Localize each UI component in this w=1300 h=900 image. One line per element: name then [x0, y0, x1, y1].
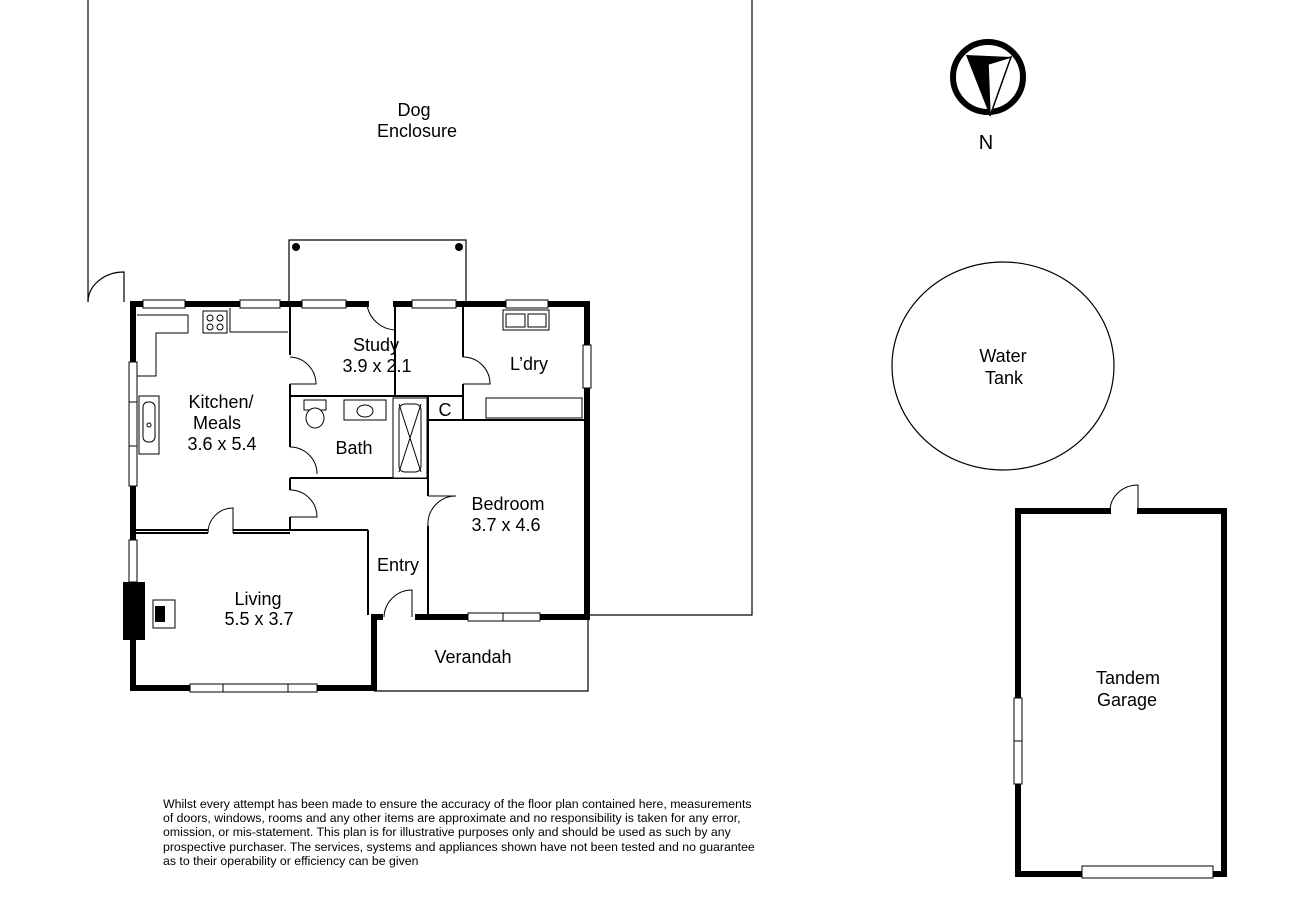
- laundry-bench: [485, 397, 583, 419]
- door-swing: [462, 356, 491, 385]
- doors: [207, 304, 491, 618]
- post: [292, 243, 300, 251]
- bath-label: Bath: [335, 438, 372, 458]
- garage-door: [1081, 865, 1214, 879]
- disclaimer-line: as to their operability or efficiency ca…: [163, 853, 419, 868]
- door-swing: [1109, 484, 1139, 512]
- rear-deck: [288, 239, 467, 302]
- dog-enclosure-label: Enclosure: [377, 121, 457, 141]
- door-swing: [427, 495, 457, 527]
- door-swing: [207, 507, 234, 534]
- entry-label: Entry: [377, 555, 419, 575]
- window-mullions: [129, 401, 504, 692]
- laundry-label: L’dry: [510, 354, 548, 374]
- disclaimer-text: Whilst every attempt has been made to en…: [163, 797, 803, 868]
- disclaimer-line: omission, or mis-statement. This plan is…: [163, 825, 731, 840]
- basin-icon: [343, 399, 387, 421]
- house-external-walls: [130, 301, 590, 691]
- disclaimer-line: Whilst every attempt has been made to en…: [163, 797, 752, 811]
- living-size: 5.5 x 3.7: [224, 609, 293, 629]
- cooktop-icon: [202, 310, 228, 334]
- dog-enclosure-fence: [87, 0, 753, 616]
- fireplace-icon: [123, 582, 176, 640]
- door-swing: [289, 446, 318, 475]
- dog-enclosure-label: Dog: [397, 100, 430, 120]
- laundry-trough-icon: [502, 309, 550, 331]
- window: [128, 539, 138, 583]
- bedroom-label: Bedroom: [471, 494, 544, 514]
- verandah-label: Verandah: [434, 647, 511, 667]
- door-swing: [289, 489, 318, 518]
- window: [239, 299, 281, 309]
- kitchen-meals-label: Kitchen/: [188, 392, 253, 412]
- north-arrow-icon: [950, 39, 1026, 117]
- water-tank-label: Tank: [985, 368, 1024, 388]
- door-swing: [366, 304, 396, 331]
- verandah-outline: [374, 620, 589, 692]
- disclaimer-line: of doors, windows, rooms and any other i…: [163, 811, 741, 826]
- study-size: 3.9 x 2.1: [342, 356, 411, 376]
- cupboard-label: C: [439, 400, 452, 420]
- toilet-icon: [303, 399, 327, 429]
- window: [142, 299, 186, 309]
- window: [128, 361, 138, 487]
- window: [411, 299, 457, 309]
- kitchen-meals-label: Meals: [193, 413, 241, 433]
- kitchen-meals-size: 3.6 x 5.4: [187, 434, 256, 454]
- kitchen-sink-icon: [138, 395, 160, 455]
- study-label: Study: [353, 335, 399, 355]
- water-tank-label: Water: [979, 346, 1026, 366]
- garage-label: Tandem: [1096, 668, 1160, 688]
- garage-walls: [1015, 508, 1227, 877]
- windows: [128, 299, 592, 693]
- north-label: N: [979, 132, 993, 154]
- door-swing: [289, 356, 317, 385]
- window: [467, 612, 541, 622]
- living-label: Living: [234, 589, 281, 609]
- kitchen-bench: [137, 308, 288, 377]
- door-swing: [383, 589, 413, 618]
- garage-label: Garage: [1097, 690, 1157, 710]
- bathtub-icon: [392, 397, 428, 479]
- bedroom-size: 3.7 x 4.6: [471, 515, 540, 535]
- disclaimer-line: prospective purchaser. The services, sys…: [163, 839, 755, 854]
- window: [582, 344, 592, 389]
- window: [301, 299, 347, 309]
- post: [455, 243, 463, 251]
- window: [189, 683, 318, 693]
- window: [505, 299, 549, 309]
- internal-walls: [135, 306, 585, 615]
- water-tank-outline: [891, 261, 1115, 471]
